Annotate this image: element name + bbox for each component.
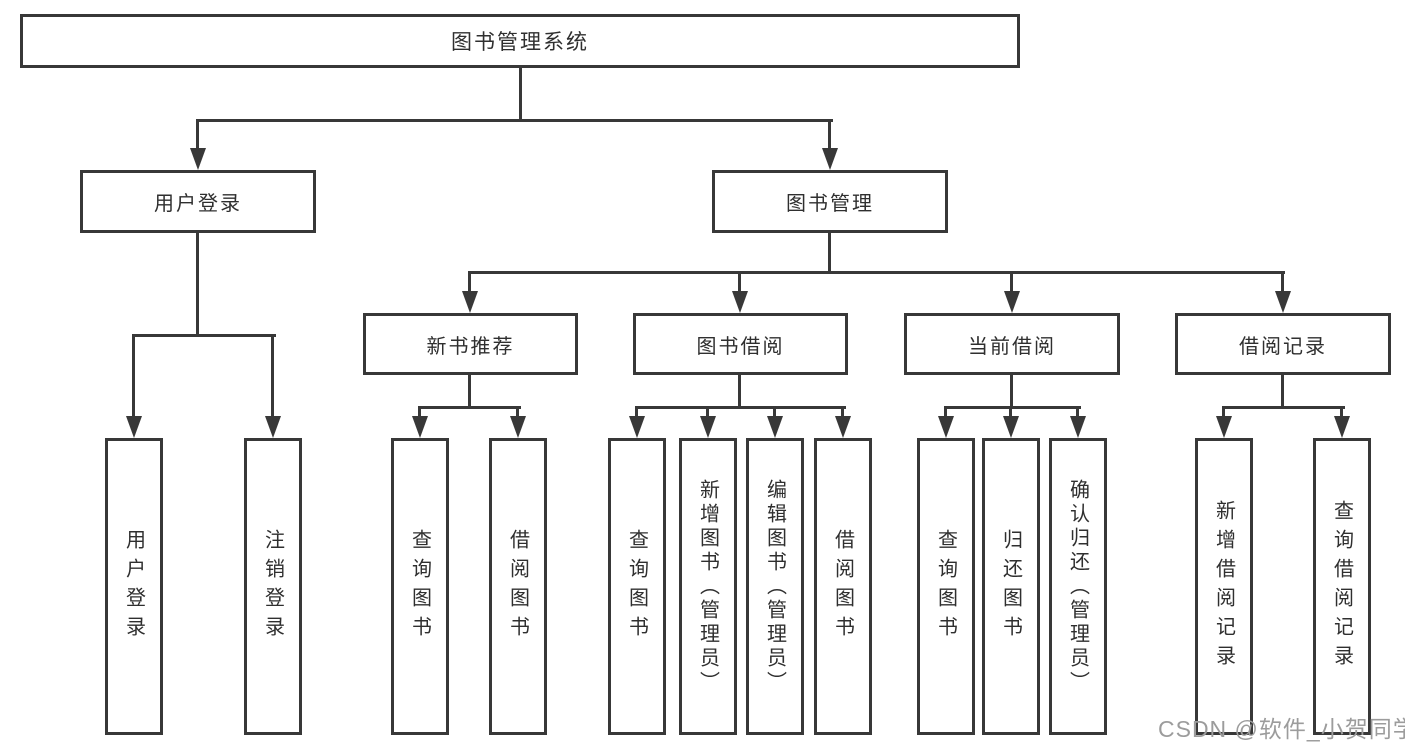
leaf-edit-book-admin: 编辑图书（管理员）: [746, 438, 804, 735]
leaf-label: 新增图书（管理员）: [696, 478, 719, 695]
connector-newbook-crossbar: [418, 406, 521, 409]
leaf-label: 查询图书: [934, 528, 957, 645]
connector-drop: [1340, 406, 1343, 420]
connector-bookborrow-crossbar: [635, 406, 846, 409]
node-borrow-records: 借阅记录: [1175, 313, 1391, 375]
node-label: 借阅记录: [1239, 335, 1327, 358]
connector-bookmgmt-trunk: [828, 233, 831, 274]
leaf-query-books-borrow: 查询图书: [608, 438, 666, 735]
connector-currentborrow-trunk: [1010, 375, 1013, 409]
arrow-down-leaf-login: [126, 416, 142, 438]
leaf-label: 借阅图书: [831, 528, 854, 645]
arrow-down: [835, 416, 851, 438]
leaf-borrow-books: 借阅图书: [814, 438, 872, 735]
connector-root-trunk: [519, 66, 522, 121]
connector-drop: [841, 406, 844, 420]
arrow-down-leaf-logout: [265, 416, 281, 438]
leaf-label: 借阅图书: [506, 528, 529, 645]
leaf-label: 查询图书: [625, 528, 648, 645]
arrow-down-book-borrow: [732, 291, 748, 313]
leaf-logout: 注销登录: [244, 438, 302, 735]
connector-newbook-trunk: [468, 375, 471, 409]
connector-currentborrow-crossbar: [944, 406, 1081, 409]
arrow-down-user-login: [190, 148, 206, 170]
leaf-label: 用户登录: [122, 528, 145, 645]
node-user-login: 用户登录: [80, 170, 316, 233]
arrow-down: [629, 416, 645, 438]
leaf-query-books-recommend: 查询图书: [391, 438, 449, 735]
connector-drop-borrow-records: [1281, 271, 1284, 295]
connector-drop: [1009, 406, 1012, 420]
node-book-borrow: 图书借阅: [633, 313, 848, 375]
arrow-down: [1216, 416, 1232, 438]
arrow-down: [412, 416, 428, 438]
leaf-label: 编辑图书（管理员）: [763, 478, 786, 695]
arrow-down-new-book: [462, 291, 478, 313]
leaf-label: 注销登录: [261, 528, 284, 645]
connector-drop-leaf-logout: [271, 334, 274, 420]
connector-drop: [944, 406, 947, 420]
csdn-watermark: CSDN @软件_小贺同学: [1158, 716, 1405, 742]
node-label: 新书推荐: [426, 335, 515, 358]
leaf-add-borrow-record: 新增借阅记录: [1195, 438, 1253, 735]
leaf-label: 查询借阅记录: [1330, 499, 1353, 674]
leaf-query-borrow-record: 查询借阅记录: [1313, 438, 1371, 735]
arrow-down-book-management: [822, 148, 838, 170]
arrow-down-borrow-records: [1275, 291, 1291, 313]
connector-bookmgmt-crossbar: [468, 271, 1285, 274]
node-library-management-system: 图书管理系统: [20, 14, 1020, 68]
connector-drop: [773, 406, 776, 420]
node-label: 用户登录: [154, 193, 242, 215]
leaf-confirm-return-admin: 确认归还（管理员）: [1049, 438, 1107, 735]
node-current-borrow: 当前借阅: [904, 313, 1120, 375]
node-book-management: 图书管理: [712, 170, 948, 233]
leaf-label: 查询图书: [408, 528, 431, 645]
leaf-borrow-books-recommend: 借阅图书: [489, 438, 547, 735]
node-label: 图书借阅: [696, 335, 785, 358]
connector-drop: [635, 406, 638, 420]
arrow-down: [700, 416, 716, 438]
arrow-down: [1070, 416, 1086, 438]
leaf-label: 确认归还（管理员）: [1066, 478, 1089, 695]
connector-drop: [1076, 406, 1079, 420]
connector-drop-book-management: [828, 119, 831, 152]
connector-drop-user-login: [196, 119, 199, 152]
connector-borrowrecords-trunk: [1281, 375, 1284, 409]
leaf-label: 归还图书: [999, 528, 1022, 645]
connector-drop: [418, 406, 421, 420]
leaf-label: 新增借阅记录: [1212, 499, 1235, 674]
connector-userlogin-trunk: [196, 233, 199, 337]
leaf-add-book-admin: 新增图书（管理员）: [679, 438, 737, 735]
arrow-down-current-borrow: [1004, 291, 1020, 313]
connector-drop-leaf-login: [132, 334, 135, 420]
connector-drop: [706, 406, 709, 420]
arrow-down: [767, 416, 783, 438]
connector-bookborrow-trunk: [738, 375, 741, 409]
arrow-down: [938, 416, 954, 438]
connector-drop-new-book: [468, 271, 471, 295]
connector-root-crossbar: [196, 119, 833, 122]
leaf-query-books-current: 查询图书: [917, 438, 975, 735]
leaf-return-book: 归还图书: [982, 438, 1040, 735]
node-new-book-recommend: 新书推荐: [363, 313, 578, 375]
arrow-down: [510, 416, 526, 438]
connector-borrowrecords-crossbar: [1222, 406, 1345, 409]
node-label: 图书管理系统: [451, 31, 589, 54]
leaf-user-login: 用户登录: [105, 438, 163, 735]
connector-drop-book-borrow: [738, 271, 741, 295]
arrow-down: [1003, 416, 1019, 438]
arrow-down: [1334, 416, 1350, 438]
node-label: 当前借阅: [968, 335, 1056, 358]
connector-drop-current-borrow: [1010, 271, 1013, 295]
connector-drop: [516, 406, 519, 420]
connector-userlogin-crossbar: [132, 334, 276, 337]
connector-drop: [1222, 406, 1225, 420]
node-label: 图书管理: [786, 193, 874, 215]
